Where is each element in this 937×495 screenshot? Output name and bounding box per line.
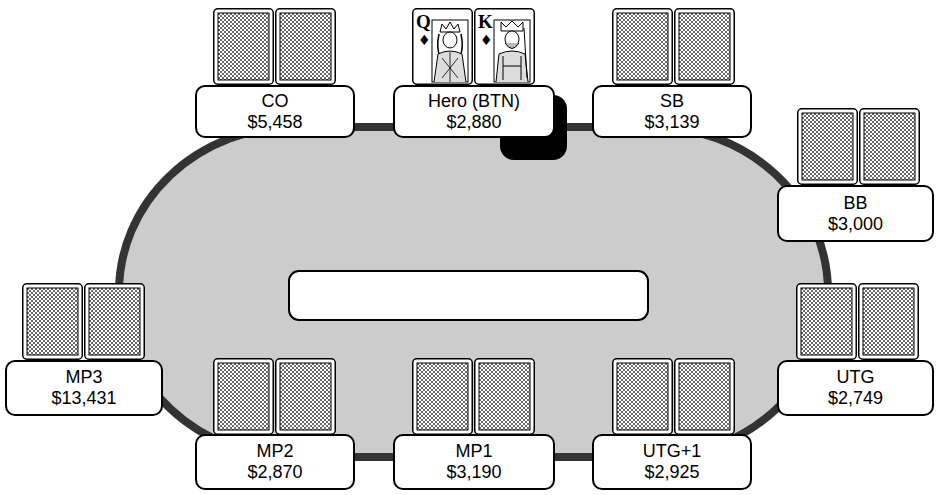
card-back (859, 284, 919, 360)
stack-size: $3,000 (828, 214, 883, 235)
card-back (613, 359, 673, 435)
player-name: SB (660, 91, 684, 112)
stack-size: $2,749 (828, 388, 883, 409)
stack-size: $2,880 (446, 112, 501, 133)
card-rank: Q (416, 12, 431, 31)
seat-box: UTG$2,749 (777, 360, 934, 416)
card-back (475, 359, 535, 435)
player-name: Hero (BTN) (428, 91, 520, 112)
seat-box: MP1$3,190 (393, 434, 555, 490)
player-name: UTG+1 (643, 441, 702, 462)
king-card (475, 9, 535, 85)
stack-size: $3,139 (644, 112, 699, 133)
stack-size: $3,190 (446, 462, 501, 483)
poker-table (119, 127, 828, 457)
player-name: MP1 (455, 441, 492, 462)
seat-box: MP2$2,870 (195, 434, 355, 490)
seat-box: CO$5,458 (195, 85, 355, 138)
card-back (214, 9, 274, 85)
player-name: MP2 (256, 441, 293, 462)
player-name: UTG (837, 367, 875, 388)
player-name: MP3 (65, 367, 102, 388)
card-back (276, 9, 336, 85)
seat-box: BB$3,000 (777, 185, 934, 242)
card-back (276, 359, 336, 435)
board-area (289, 271, 648, 320)
card-back (23, 284, 83, 360)
card-suit: ♦ (418, 33, 431, 47)
card-back (797, 284, 857, 360)
card-suit: ♦ (480, 33, 493, 47)
seat-box: UTG+1$2,925 (592, 434, 752, 490)
seat-box: SB$3,139 (592, 85, 752, 138)
player-name: BB (843, 193, 867, 214)
card-back (675, 9, 735, 85)
card-back (675, 359, 735, 435)
card-back (85, 284, 145, 360)
stack-size: $13,431 (51, 388, 116, 409)
stack-size: $2,870 (247, 462, 302, 483)
card-back (214, 359, 274, 435)
card-back (860, 109, 920, 185)
seat-box: Hero (BTN)$2,880 (393, 85, 555, 138)
card-back (798, 109, 858, 185)
card-back (613, 9, 673, 85)
queen-card (413, 9, 473, 85)
stack-size: $2,925 (644, 462, 699, 483)
stack-size: $5,458 (247, 112, 302, 133)
card-back (413, 359, 473, 435)
card-rank: K (478, 12, 493, 31)
player-name: CO (262, 91, 289, 112)
seat-box: MP3$13,431 (5, 360, 163, 416)
